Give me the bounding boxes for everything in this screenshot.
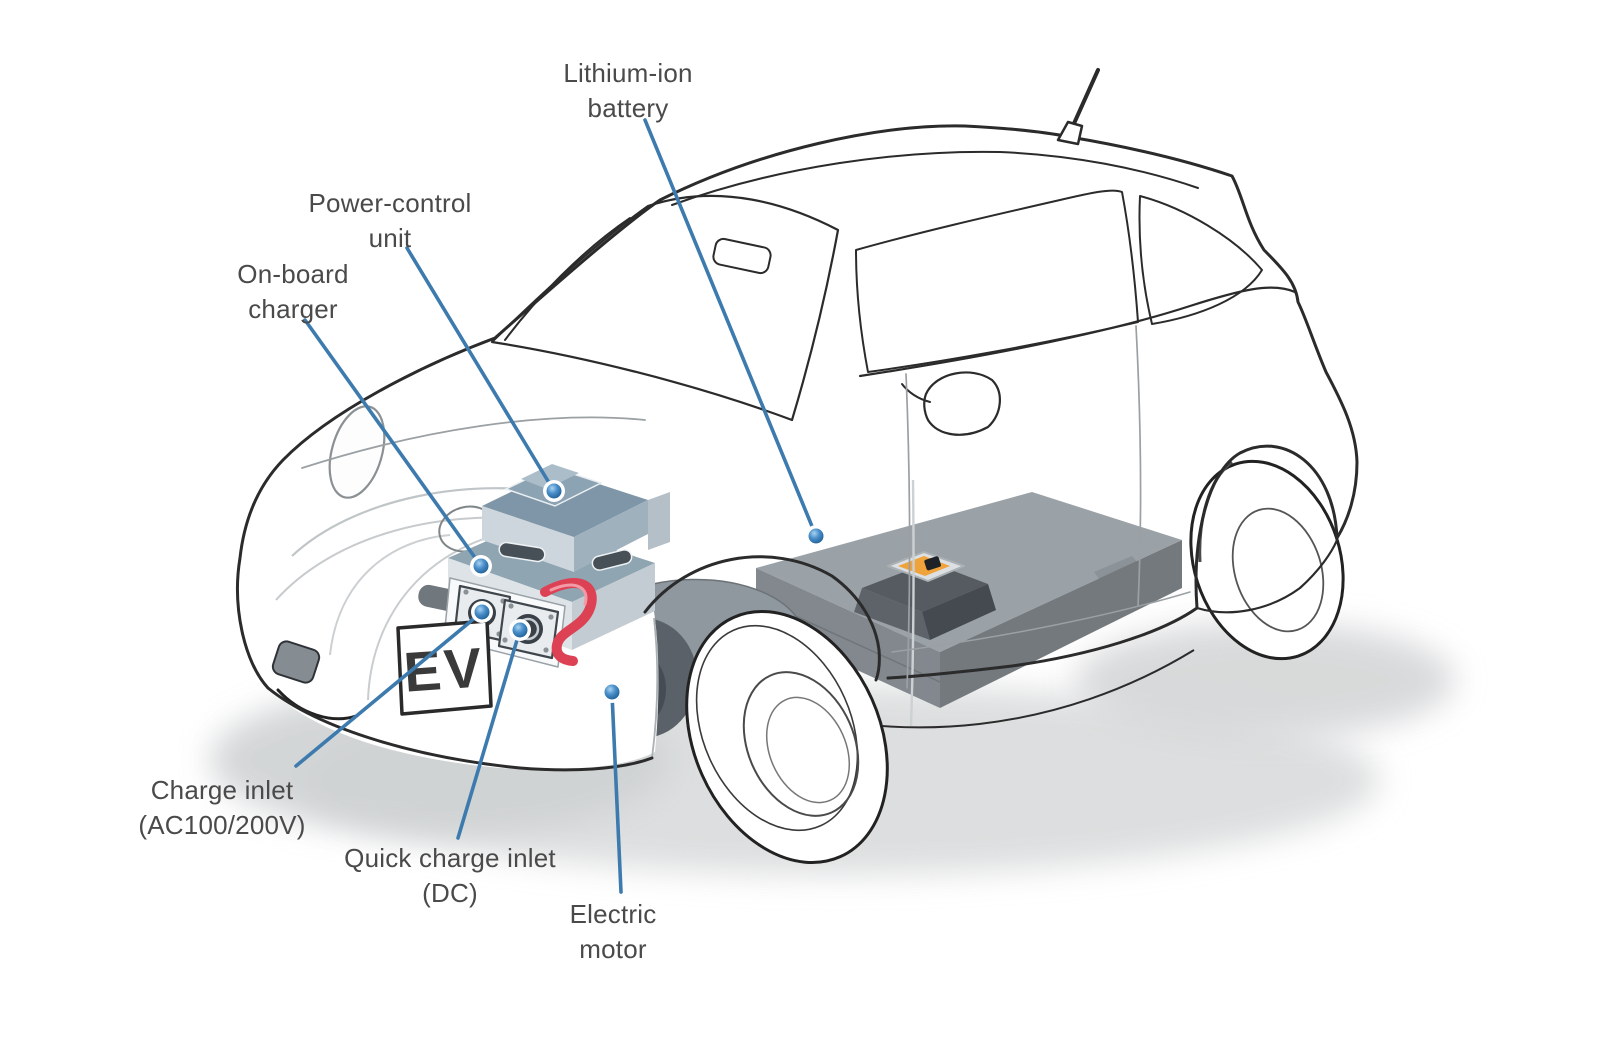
module-pedestal-left [854, 588, 930, 640]
label-power-control-unit: Power-control unit [240, 186, 540, 256]
label-line: charger [248, 294, 338, 324]
antenna-base [1056, 120, 1084, 146]
label-line: unit [368, 223, 412, 253]
callout-dot-charge-inlet [471, 601, 493, 623]
module-connector [924, 556, 941, 571]
label-line: battery [587, 93, 669, 123]
a-pillar-inner [504, 217, 631, 341]
fascia-ghost-line-4 [329, 534, 451, 656]
callout-dot-on-board-charger [470, 555, 492, 577]
label-on-board-charger: On-board charger [143, 257, 443, 327]
hood-cut-line [301, 416, 646, 469]
label-line: motor [579, 934, 647, 964]
pcu-vent-front [498, 541, 546, 563]
bumper-bottom-line [266, 686, 654, 772]
beltline [858, 286, 1297, 378]
b-pillar-seam [1135, 325, 1142, 607]
front-door-seam [905, 373, 911, 689]
hv-cable-highlight [549, 583, 588, 606]
label-quick-charge-inlet: Quick charge inlet (DC) [270, 841, 630, 911]
car-body-outline [236, 68, 1359, 772]
door-seam-over-battery [909, 479, 915, 727]
quarter-glass [1138, 195, 1263, 325]
callout-leaders [294, 118, 818, 894]
interior-mirror [712, 237, 772, 275]
bumper-lip [276, 688, 358, 721]
label-line: Quick charge inlet [344, 843, 556, 873]
label-electric-motor: Electric motor [463, 897, 763, 967]
leader-power-control-unit [405, 246, 556, 493]
charger-right-face [572, 563, 655, 650]
label-line: Charge inlet [150, 775, 294, 805]
label-line: Power-control [308, 188, 472, 218]
label-line: (AC100/200V) [138, 810, 306, 840]
roof-inner-line [671, 150, 1199, 206]
leader-electric-motor [610, 692, 623, 894]
pcu-vent-side [591, 549, 633, 571]
leader-quick-charge-inlet [456, 628, 522, 840]
hv-cable-red [540, 578, 597, 666]
rear-bumper-line [1195, 538, 1339, 614]
label-lithium-ion-battery: Lithium-ion battery [478, 56, 778, 126]
callout-dots [470, 480, 827, 703]
front-wheel [685, 609, 889, 865]
pcu-front-face [482, 506, 574, 572]
side-mirror [923, 371, 1001, 436]
front-rim-inner [765, 696, 851, 804]
pcu-lid-ridge [521, 464, 579, 489]
leader-charge-inlet [294, 610, 484, 768]
module-pedestal-top [862, 562, 988, 612]
door-glass [855, 189, 1139, 373]
label-line: On-board [237, 259, 349, 289]
screw [463, 589, 469, 595]
front-rim [742, 671, 860, 817]
label-line: (DC) [422, 878, 478, 908]
side-mirror-arm [901, 383, 931, 403]
front-wheel-arch [643, 555, 881, 682]
label-line: Lithium-ion [563, 58, 693, 88]
screw [502, 637, 508, 643]
label-charge-inlet: Charge inlet (AC100/200V) [72, 773, 372, 843]
module-pedestal-right [922, 584, 996, 640]
plate-frame [396, 619, 493, 716]
front-tire-inner [695, 624, 859, 832]
callout-dot-quick-charge-inlet [509, 619, 531, 641]
shadow-rear [1075, 622, 1455, 738]
callout-dot-lithium-ion-battery [805, 525, 827, 547]
screw [548, 614, 554, 620]
callout-dot-power-control-unit [543, 480, 565, 502]
callout-dot-electric-motor [601, 681, 623, 703]
bumper-right-edge [651, 617, 659, 759]
ev-plate-text: EV [402, 635, 487, 703]
silhouette [236, 124, 1359, 690]
fog-lamp [271, 640, 321, 684]
sill-crease [891, 591, 1191, 653]
leader-lithium-ion-battery [643, 118, 818, 538]
windshield [490, 194, 840, 422]
aux-block [648, 492, 670, 550]
antenna-rod [1070, 68, 1100, 130]
leader-on-board-charger [303, 318, 483, 568]
rear-rim [1231, 507, 1325, 633]
ev-license-plate: EV [396, 619, 493, 716]
power-unit-assembly [443, 464, 670, 668]
screw [543, 647, 549, 653]
pcu-right-face [574, 500, 648, 572]
screw [508, 603, 514, 609]
label-line: Electric [569, 899, 657, 929]
battery-front-face [756, 568, 940, 708]
